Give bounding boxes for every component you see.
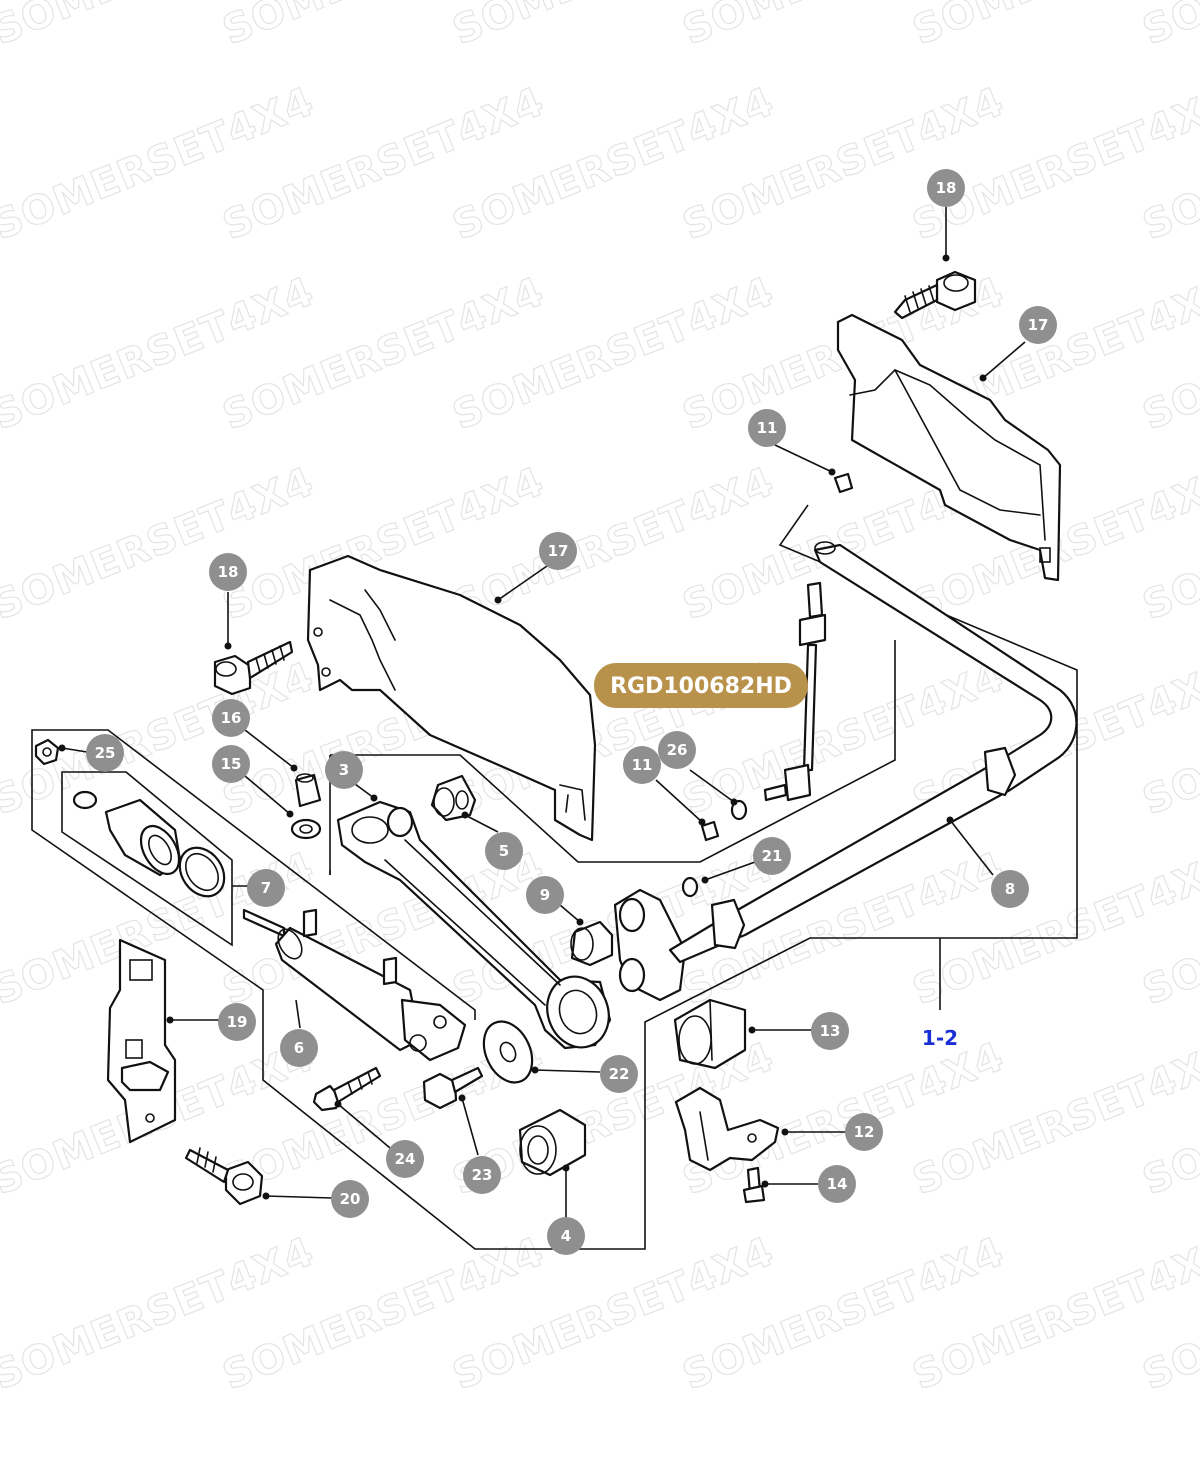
leader-lines xyxy=(61,206,1026,1218)
bolt-18-left xyxy=(213,640,294,696)
callout-label: 17 xyxy=(548,542,569,560)
callout-6[interactable]: 6 xyxy=(280,1029,318,1067)
nut-11-top xyxy=(833,472,854,494)
drop-link-arm xyxy=(613,888,687,1002)
callout-label: 6 xyxy=(294,1039,304,1057)
bush-13 xyxy=(673,998,747,1070)
callout-label: 3 xyxy=(339,761,349,779)
nut-16 xyxy=(294,773,322,808)
callout-label: 13 xyxy=(820,1022,841,1040)
callout-24[interactable]: 24 xyxy=(386,1140,424,1178)
group-reference-label[interactable]: 1-2 xyxy=(922,1026,958,1050)
washer-21 xyxy=(681,876,699,898)
watermark: SOMERSET4X4 xyxy=(1137,0,1200,54)
heat-shield-17-left xyxy=(306,554,597,842)
callout-13[interactable]: 13 xyxy=(811,1012,849,1050)
callout-19[interactable]: 19 xyxy=(218,1003,256,1041)
bolt-20 xyxy=(184,1147,264,1206)
callout-label: 4 xyxy=(561,1227,571,1245)
bush-4 xyxy=(518,1108,587,1177)
callout-label: 5 xyxy=(499,842,509,860)
callout-label: 22 xyxy=(609,1065,630,1083)
callout-label: 12 xyxy=(854,1123,875,1141)
callout-label: 18 xyxy=(218,563,239,581)
callout-label: 19 xyxy=(227,1013,248,1031)
callout-label: 14 xyxy=(827,1175,848,1193)
diagram-code-badge: RGD100682HD xyxy=(594,663,808,708)
callout-label: 20 xyxy=(340,1190,361,1208)
callout-label: 8 xyxy=(1005,880,1015,898)
nut-11-mid xyxy=(700,820,720,842)
callout-17-left[interactable]: 17 xyxy=(539,532,577,570)
callout-8[interactable]: 8 xyxy=(991,870,1029,908)
shock-absorber-6 xyxy=(242,908,467,1062)
bush-9 xyxy=(570,920,614,967)
callout-label: 16 xyxy=(221,709,242,727)
callout-12[interactable]: 12 xyxy=(845,1113,883,1151)
callout-bubbles: 18 17 11 18 17 16 15 25 xyxy=(86,169,1057,1255)
bolt-23 xyxy=(422,1066,484,1110)
callout-label: 9 xyxy=(540,886,550,904)
callout-label: 23 xyxy=(472,1166,493,1184)
callout-label: 21 xyxy=(762,847,783,865)
bolt-14 xyxy=(742,1166,766,1204)
callout-22[interactable]: 22 xyxy=(600,1055,638,1093)
drop-link xyxy=(763,581,827,802)
diagram-code: RGD100682HD xyxy=(610,674,792,699)
leader-dots xyxy=(58,254,987,1200)
washer-26 xyxy=(730,799,748,821)
callout-15[interactable]: 15 xyxy=(212,745,250,783)
washer-22 xyxy=(482,1020,534,1084)
bolt-18-top xyxy=(893,270,977,320)
callout-21[interactable]: 21 xyxy=(753,837,791,875)
callout-18-top[interactable]: 18 xyxy=(927,169,965,207)
heat-shield-17-top xyxy=(836,313,1062,582)
group-outlines xyxy=(31,504,1078,1250)
callout-label: 11 xyxy=(757,419,778,437)
callout-label: 7 xyxy=(261,879,271,897)
callout-3[interactable]: 3 xyxy=(325,751,363,789)
assembly-outline xyxy=(31,504,1078,1250)
callout-14[interactable]: 14 xyxy=(818,1165,856,1203)
callout-25[interactable]: 25 xyxy=(86,734,124,772)
callout-7[interactable]: 7 xyxy=(247,869,285,907)
callout-9[interactable]: 9 xyxy=(526,876,564,914)
nut-25 xyxy=(34,738,60,766)
clamp-12 xyxy=(674,1086,780,1172)
callout-5[interactable]: 5 xyxy=(485,832,523,870)
callout-23[interactable]: 23 xyxy=(463,1156,501,1194)
callout-17-top[interactable]: 17 xyxy=(1019,306,1057,344)
bracket-19 xyxy=(106,938,177,1144)
callout-4[interactable]: 4 xyxy=(547,1217,585,1255)
bolt-24 xyxy=(312,1066,382,1112)
callout-label: 11 xyxy=(632,756,653,774)
boot-kit-outline xyxy=(61,771,233,947)
callout-11-top[interactable]: 11 xyxy=(748,409,786,447)
callout-label: 17 xyxy=(1028,316,1049,334)
bush-5 xyxy=(430,774,477,822)
callout-label: 25 xyxy=(95,744,116,762)
callout-26[interactable]: 26 xyxy=(658,731,696,769)
boot-kit-7 xyxy=(72,790,226,898)
anti-roll-bar-8 xyxy=(668,541,1078,964)
arm-group-outline xyxy=(330,640,896,863)
lower-arm-3 xyxy=(336,800,612,1050)
callout-label: 15 xyxy=(221,755,242,773)
callout-20[interactable]: 20 xyxy=(331,1180,369,1218)
callout-label: 26 xyxy=(667,741,688,759)
callout-label: 18 xyxy=(936,179,957,197)
washer-15 xyxy=(290,818,322,840)
callout-11-mid[interactable]: 11 xyxy=(623,746,661,784)
callout-18-left[interactable]: 18 xyxy=(209,553,247,591)
callout-label: 24 xyxy=(395,1150,416,1168)
callout-16[interactable]: 16 xyxy=(212,699,250,737)
